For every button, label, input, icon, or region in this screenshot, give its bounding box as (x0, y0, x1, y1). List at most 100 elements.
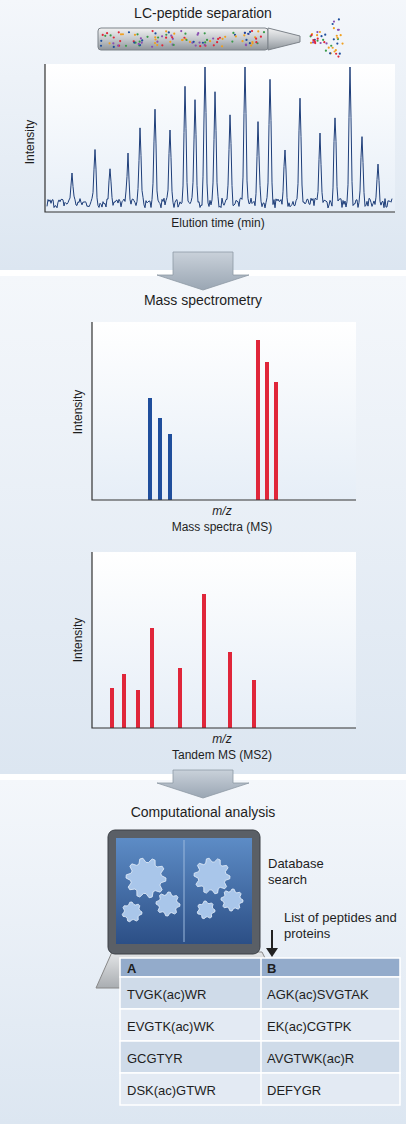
spectrum-peak (150, 628, 154, 728)
peptide-dot (141, 39, 143, 41)
spectrum-peak (122, 674, 126, 728)
peptide-dot (173, 33, 175, 35)
peptide-dot (156, 41, 158, 43)
stage-heading: Computational analysis (0, 804, 406, 821)
peptide-dot (168, 31, 170, 33)
peptide-dot (257, 30, 259, 32)
peptide-dot (251, 42, 253, 44)
peptide-dot (193, 41, 195, 43)
peptide-dot (319, 31, 321, 33)
peptide-dot (204, 45, 206, 47)
peptide-dot (316, 34, 318, 36)
chart-caption: Tandem MS (MS2) (172, 748, 272, 763)
peptide-dot (332, 23, 334, 25)
peptide-dot (263, 31, 265, 33)
peptide-dot (325, 50, 327, 52)
peptide-dot (217, 38, 219, 40)
peptide-dot (118, 31, 120, 33)
peptide-dot (156, 44, 158, 46)
peptide-dot (128, 31, 130, 33)
table-cell: DEFYGR (267, 1083, 321, 1099)
peptide-dot (323, 41, 325, 43)
peptide-dot (100, 45, 102, 47)
peptide-dot (316, 40, 318, 42)
peptide-dot (136, 33, 138, 35)
peptide-dot (204, 44, 206, 46)
peptide-dot (213, 44, 215, 46)
peptide-dot (157, 36, 159, 38)
peptide-dot (104, 35, 106, 37)
peptide-dot (329, 52, 331, 54)
spectrum-peak (110, 688, 114, 728)
peptide-dot (139, 40, 141, 42)
peptide-dot (340, 34, 342, 36)
table-cell: GCGTYR (127, 1051, 183, 1067)
peptide-dot (260, 36, 262, 38)
peptide-dot (310, 34, 312, 36)
peptide-dot (204, 32, 206, 34)
peptide-dot (333, 27, 335, 29)
chart-caption: Mass spectra (MS) (172, 520, 273, 535)
peptide-dot (336, 37, 338, 39)
spectrum-peak (252, 680, 256, 728)
peptide-dot (341, 43, 343, 45)
peptide-dot (333, 20, 335, 22)
spectrum-peak (168, 434, 172, 500)
table-row (120, 1009, 400, 1041)
peptide-dot (219, 37, 221, 39)
spectrum-peak (178, 668, 182, 728)
peptide-dot (245, 43, 247, 45)
peptide-dot (244, 32, 246, 34)
peptide-dot (110, 34, 112, 36)
peptide-dot (119, 40, 121, 42)
peptide-dot (106, 32, 108, 34)
table-cell: DSK(ac)GTWR (127, 1083, 216, 1099)
peptide-dot (199, 45, 201, 47)
peptide-dot (255, 38, 257, 40)
peptide-dot (151, 46, 153, 48)
spectrum-peak (256, 340, 260, 500)
peptide-dot (251, 30, 253, 32)
peptide-dot (338, 18, 340, 20)
peptide-dot (212, 37, 214, 39)
chromatogram (45, 64, 395, 212)
peptide-dot (335, 49, 337, 51)
table-header: B (267, 961, 276, 977)
peptide-dot (339, 53, 341, 55)
peptide-dot (173, 44, 175, 46)
spectrum-peak (158, 418, 162, 500)
peptide-dot (161, 35, 163, 37)
peptide-dot (338, 29, 340, 31)
peptide-dot (134, 34, 136, 36)
axis-label: m/z (212, 732, 231, 747)
spectrum-peak (148, 398, 152, 500)
screen-caption: Database search (268, 856, 340, 888)
peptide-dot (317, 38, 319, 40)
peptide-dot (112, 42, 114, 44)
peptide-dot (320, 35, 322, 37)
spectrum-peak (274, 382, 278, 500)
peptide-dot (181, 39, 183, 41)
peptide-dot (328, 47, 330, 49)
peptide-dot (180, 30, 182, 32)
table-header: A (127, 961, 136, 977)
peptide-dot (316, 31, 318, 33)
table-row (120, 958, 400, 977)
peptide-dot (325, 42, 327, 44)
axis-label: Elution time (min) (171, 216, 264, 231)
peptide-dot (185, 39, 187, 41)
peptide-dot (310, 42, 312, 44)
peptide-dot (100, 40, 102, 42)
peptide-dot (332, 47, 334, 49)
peptide-dot (337, 55, 339, 57)
spectrum-peak (136, 690, 140, 728)
peptide-dot (154, 36, 156, 38)
peptide-dot (181, 39, 183, 41)
peptide-dot (165, 34, 167, 36)
peptide-dot (151, 30, 153, 32)
spectrum-peak (202, 594, 206, 728)
peptide-dot (171, 36, 173, 38)
peptide-dot (154, 42, 156, 44)
peptide-dot (185, 38, 187, 40)
